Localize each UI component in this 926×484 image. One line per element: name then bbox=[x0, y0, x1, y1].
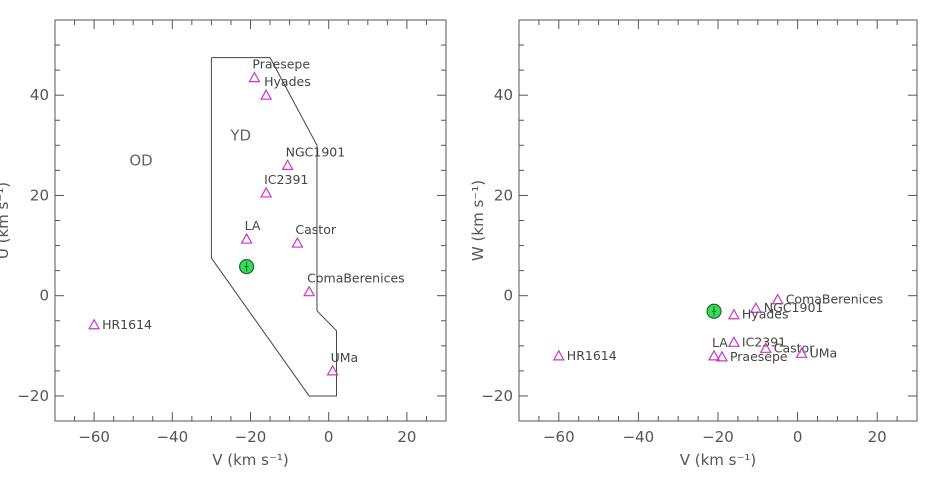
cluster-point bbox=[260, 186, 273, 198]
cluster-label: Hyades bbox=[742, 307, 789, 322]
y-tick-label: −20 bbox=[481, 387, 513, 405]
y-axis-title: U (km s⁻¹) bbox=[0, 182, 12, 259]
cluster-label: Praesepe bbox=[252, 57, 310, 72]
cluster-label: UMa bbox=[810, 345, 838, 360]
young-disk-boundary bbox=[210, 57, 338, 397]
cluster-label: HR1614 bbox=[102, 317, 152, 332]
cluster-point bbox=[303, 285, 316, 297]
cluster-point bbox=[291, 236, 304, 248]
x-axis-title: V (km s⁻¹) bbox=[680, 451, 757, 469]
y-axis-title: W (km s⁻¹) bbox=[469, 180, 487, 261]
x-tick-label: −40 bbox=[623, 428, 655, 446]
x-tick-label: −60 bbox=[543, 428, 575, 446]
cluster-point bbox=[552, 349, 565, 361]
x-tick-label: 0 bbox=[324, 428, 334, 446]
cluster-label: Castor bbox=[295, 222, 336, 237]
cluster-point bbox=[88, 318, 101, 330]
cluster-point bbox=[248, 71, 261, 83]
cluster-label: Hyades bbox=[264, 74, 311, 89]
x-tick-label: −20 bbox=[235, 428, 267, 446]
cluster-label: Castor bbox=[774, 340, 815, 355]
region-label: YD bbox=[229, 126, 251, 144]
cluster-point bbox=[727, 308, 740, 320]
x-tick-label: 20 bbox=[397, 428, 416, 446]
cluster-label: IC2391 bbox=[742, 334, 786, 349]
x-tick-label: −40 bbox=[156, 428, 188, 446]
cluster-point bbox=[795, 347, 808, 358]
cluster-label: ComaBerenices bbox=[786, 292, 884, 307]
cluster-point bbox=[771, 293, 784, 305]
x-tick-label: −60 bbox=[78, 428, 110, 446]
cluster-label: LA bbox=[712, 335, 728, 350]
y-tick-label: 20 bbox=[30, 186, 49, 204]
panel-1: −60 −40 −20 0 20 −20 0 20 40 V (km s⁻¹) U (km s⁻¹)… bbox=[0, 19, 447, 469]
region-label: OD bbox=[129, 151, 152, 169]
cluster-point bbox=[326, 364, 339, 376]
y-tick-label: 0 bbox=[39, 287, 49, 305]
cluster-point bbox=[759, 342, 772, 353]
cluster-label: IC2391 bbox=[264, 172, 308, 187]
cluster-label: UMa bbox=[331, 350, 359, 365]
cluster-label: NGC1901 bbox=[764, 300, 824, 315]
y-tick-label: 40 bbox=[30, 86, 49, 104]
y-tick-label: 0 bbox=[503, 287, 513, 305]
x-tick-label: −20 bbox=[702, 428, 734, 446]
cluster-label: NGC1901 bbox=[286, 144, 346, 159]
x-tick-label: 20 bbox=[868, 428, 887, 446]
y-tick-label: 20 bbox=[494, 186, 513, 204]
cluster-point bbox=[281, 159, 294, 170]
cluster-point bbox=[727, 336, 740, 347]
x-tick-label: 0 bbox=[793, 428, 803, 446]
cluster-point bbox=[260, 88, 273, 100]
cluster-label: Praesepe bbox=[730, 349, 788, 364]
y-tick-label: −20 bbox=[17, 387, 49, 405]
cluster-label: LA bbox=[245, 218, 261, 233]
cluster-point bbox=[708, 349, 721, 361]
panel-2: −60 −40 −20 0 20 −20 0 20 40 V (km s⁻¹) W (km s⁻¹)… bbox=[469, 19, 918, 469]
cluster-point bbox=[749, 301, 762, 313]
y-tick-label: 40 bbox=[494, 86, 513, 104]
cluster-point bbox=[240, 232, 253, 244]
cluster-label: ComaBerenices bbox=[307, 271, 405, 286]
cluster-point bbox=[715, 350, 728, 362]
cluster-label: HR1614 bbox=[567, 348, 617, 363]
x-axis-title: V (km s⁻¹) bbox=[212, 451, 289, 469]
